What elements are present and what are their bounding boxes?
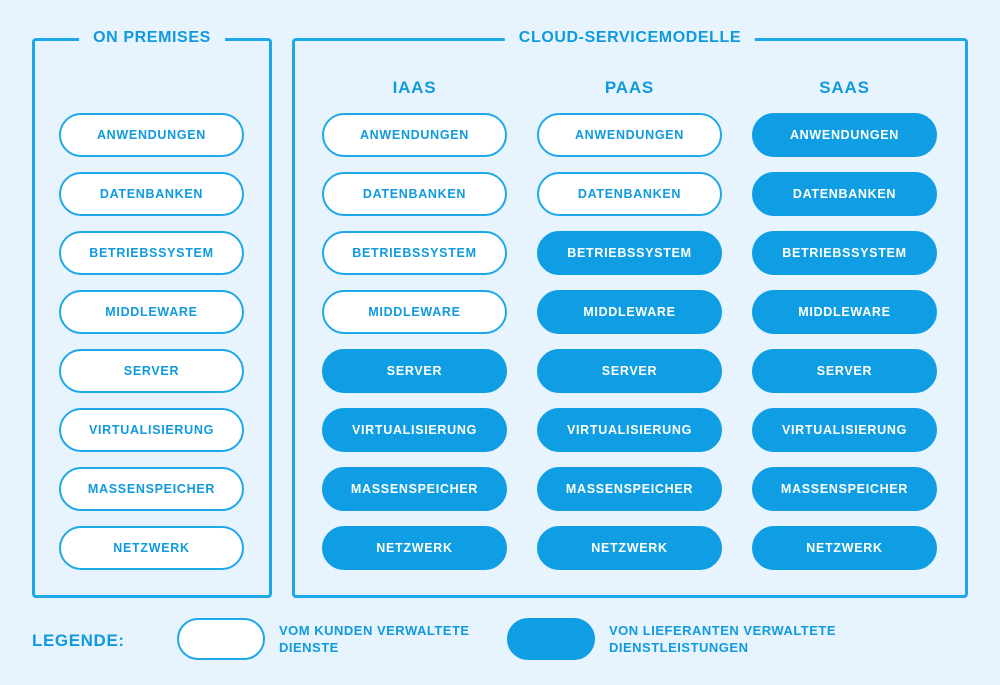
layer-pill[interactable]: BETRIEBSSYSTEM bbox=[322, 231, 507, 275]
layer-pill-label: MIDDLEWARE bbox=[583, 305, 676, 319]
layer-pill[interactable]: ANWENDUNGEN bbox=[59, 113, 244, 157]
layer-pill-label: MIDDLEWARE bbox=[368, 305, 461, 319]
layer-pill[interactable]: DATENBANKEN bbox=[322, 172, 507, 216]
layer-pill[interactable]: ANWENDUNGEN bbox=[752, 113, 937, 157]
layer-pill-label: SERVER bbox=[816, 364, 873, 378]
legend-item-vendor-managed: VON LIEFERANTEN VERWALTETE DIENSTLEISTUN… bbox=[507, 618, 859, 660]
layer-pill[interactable]: DATENBANKEN bbox=[537, 172, 722, 216]
layer-pill[interactable]: ANWENDUNGEN bbox=[537, 113, 722, 157]
layer-pill-label: VIRTUALISIERUNG bbox=[781, 423, 908, 437]
legend-item-customer-managed: VOM KUNDEN VERWALTETE DIENSTE bbox=[177, 618, 529, 660]
layer-pill[interactable]: NETZWERK bbox=[537, 526, 722, 570]
layer-pill-label: NETZWERK bbox=[113, 541, 190, 555]
legend-label-vendor-managed: VON LIEFERANTEN VERWALTETE DIENSTLEISTUN… bbox=[609, 623, 837, 655]
legend-title: LEGENDE: bbox=[32, 631, 125, 650]
layer-pill-label: DATENBANKEN bbox=[99, 187, 204, 201]
layer-pill[interactable]: NETZWERK bbox=[59, 526, 244, 570]
layer-pill-label: MIDDLEWARE bbox=[798, 305, 891, 319]
layer-pill-label: BETRIEBSSYSTEM bbox=[89, 246, 214, 260]
layer-pill-label: MASSENSPEICHER bbox=[565, 482, 694, 496]
column-header-iaas: IAAS bbox=[392, 78, 437, 97]
layer-pill[interactable]: ANWENDUNGEN bbox=[322, 113, 507, 157]
layer-pill-label: ANWENDUNGEN bbox=[96, 128, 207, 142]
layer-pill[interactable]: VIRTUALISIERUNG bbox=[59, 408, 244, 452]
legend-swatch-vendor-managed bbox=[507, 618, 595, 660]
layer-pill[interactable]: BETRIEBSSYSTEM bbox=[537, 231, 722, 275]
layer-pill[interactable]: MASSENSPEICHER bbox=[59, 467, 244, 511]
layer-pill-label: SERVER bbox=[601, 364, 658, 378]
column-on-premises: ANWENDUNGEN DATENBANKEN BETRIEBSSYSTEM MIDD… bbox=[59, 113, 244, 570]
layer-pill[interactable]: MIDDLEWARE bbox=[59, 290, 244, 334]
layer-pill[interactable]: VIRTUALISIERUNG bbox=[752, 408, 937, 452]
layer-pill-label: ANWENDUNGEN bbox=[574, 128, 685, 142]
layer-pill-label: MASSENSPEICHER bbox=[780, 482, 909, 496]
legend-swatch-customer-managed bbox=[177, 618, 265, 660]
layer-pill-label: NETZWERK bbox=[806, 541, 883, 555]
layer-pill[interactable]: SERVER bbox=[752, 349, 937, 393]
layer-pill[interactable]: MASSENSPEICHER bbox=[752, 467, 937, 511]
layer-pill[interactable]: SERVER bbox=[322, 349, 507, 393]
layer-pill[interactable]: BETRIEBSSYSTEM bbox=[59, 231, 244, 275]
layer-pill[interactable]: MIDDLEWARE bbox=[537, 290, 722, 334]
layer-pill-label: MASSENSPEICHER bbox=[87, 482, 216, 496]
layer-pill-label: DATENBANKEN bbox=[792, 187, 897, 201]
legend: LEGENDE: VOM KUNDEN VERWALTETE DIENSTE V… bbox=[32, 616, 968, 671]
layer-pill-label: MASSENSPEICHER bbox=[350, 482, 479, 496]
layer-pill-label: SERVER bbox=[123, 364, 180, 378]
group-cloud-service-models: CLOUD-SERVICEMODELLE bbox=[292, 27, 968, 598]
layer-pill[interactable]: MIDDLEWARE bbox=[752, 290, 937, 334]
column-saas: ANWENDUNGEN DATENBANKEN BETRIEBSSYSTEM MIDD… bbox=[752, 113, 937, 570]
group-title-on-premises: ON PREMISES bbox=[79, 27, 225, 49]
layer-pill-label: VIRTUALISIERUNG bbox=[566, 423, 693, 437]
group-on-premises: ON PREMISES bbox=[32, 27, 272, 598]
layer-pill[interactable]: NETZWERK bbox=[322, 526, 507, 570]
layer-pill-label: ANWENDUNGEN bbox=[359, 128, 470, 142]
column-paas: ANWENDUNGEN DATENBANKEN BETRIEBSSYSTEM MIDD… bbox=[537, 113, 722, 570]
layer-pill-label: NETZWERK bbox=[591, 541, 668, 555]
layer-pill-label: VIRTUALISIERUNG bbox=[351, 423, 478, 437]
layer-pill[interactable]: BETRIEBSSYSTEM bbox=[752, 231, 937, 275]
layer-pill-label: ANWENDUNGEN bbox=[789, 128, 900, 142]
layer-pill[interactable]: VIRTUALISIERUNG bbox=[537, 408, 722, 452]
column-header-paas: PAAS bbox=[604, 78, 655, 97]
layer-pill[interactable]: SERVER bbox=[537, 349, 722, 393]
layer-pill[interactable]: VIRTUALISIERUNG bbox=[322, 408, 507, 452]
layer-pill-label: MIDDLEWARE bbox=[105, 305, 198, 319]
layer-pill-label: SERVER bbox=[386, 364, 443, 378]
layer-pill[interactable]: MIDDLEWARE bbox=[322, 290, 507, 334]
layer-pill[interactable]: MASSENSPEICHER bbox=[322, 467, 507, 511]
layer-pill-label: BETRIEBSSYSTEM bbox=[782, 246, 907, 260]
layer-pill-label: BETRIEBSSYSTEM bbox=[352, 246, 477, 260]
layer-pill[interactable]: NETZWERK bbox=[752, 526, 937, 570]
layer-pill[interactable]: MASSENSPEICHER bbox=[537, 467, 722, 511]
layer-pill[interactable]: DATENBANKEN bbox=[59, 172, 244, 216]
layer-pill-label: BETRIEBSSYSTEM bbox=[567, 246, 692, 260]
layer-pill[interactable]: DATENBANKEN bbox=[752, 172, 937, 216]
layer-pill-label: VIRTUALISIERUNG bbox=[88, 423, 215, 437]
layer-pill-label: DATENBANKEN bbox=[577, 187, 682, 201]
layer-pill[interactable]: SERVER bbox=[59, 349, 244, 393]
group-title-cloud-service-models: CLOUD-SERVICEMODELLE bbox=[504, 27, 756, 49]
layer-pill-label: DATENBANKEN bbox=[362, 187, 467, 201]
column-header-saas: SAAS bbox=[819, 78, 870, 97]
column-iaas: ANWENDUNGEN DATENBANKEN BETRIEBSSYSTEM MIDD… bbox=[322, 113, 507, 570]
layer-pill-label: NETZWERK bbox=[376, 541, 453, 555]
legend-label-customer-managed: VOM KUNDEN VERWALTETE DIENSTE bbox=[279, 623, 470, 655]
